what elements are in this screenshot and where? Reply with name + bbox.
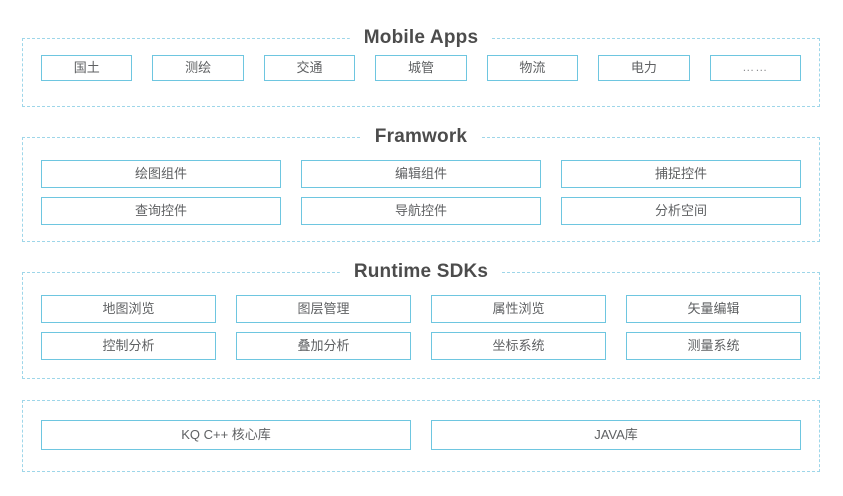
layer-title-runtime-sdks: Runtime SDKs: [339, 260, 503, 284]
layer-title-mobile-apps: Mobile Apps: [349, 26, 493, 50]
framwork-box-query-control[interactable]: 查询控件: [41, 197, 281, 225]
layer-core-libraries-row: KQ C++ 核心库 JAVA库: [41, 420, 801, 450]
app-box-cehui[interactable]: 测绘: [152, 55, 244, 81]
layer-runtime-sdks: Runtime SDKs 地图浏览 图层管理 属性浏览 矢量编辑 控制分析 叠加…: [22, 260, 820, 379]
layer-title-framwork: Framwork: [360, 125, 482, 149]
sdk-box-coordinate-system[interactable]: 坐标系统: [431, 332, 606, 360]
app-box-dianli[interactable]: 电力: [598, 55, 690, 81]
framwork-box-analysis-space[interactable]: 分析空间: [561, 197, 801, 225]
framwork-box-navigation-control[interactable]: 导航控件: [301, 197, 541, 225]
layer-mobile-apps-row: 国土 测绘 交通 城管 物流 电力 ……: [41, 55, 801, 81]
core-box-java-library[interactable]: JAVA库: [431, 420, 801, 450]
layer-framwork: Framwork 绘图组件 编辑组件 捕捉控件 查询控件 导航控件 分析空间: [22, 125, 820, 242]
layer-framwork-row-2: 查询控件 导航控件 分析空间: [41, 197, 801, 225]
app-box-guotu[interactable]: 国土: [41, 55, 133, 81]
app-box-jiaotong[interactable]: 交通: [263, 55, 356, 81]
sdk-box-attribute-browse[interactable]: 属性浏览: [431, 295, 606, 323]
framwork-box-edit-component[interactable]: 编辑组件: [301, 160, 541, 188]
framwork-box-snap-control[interactable]: 捕捉控件: [561, 160, 801, 188]
app-box-wuliu[interactable]: 物流: [486, 55, 579, 81]
layer-mobile-apps: Mobile Apps 国土 测绘 交通 城管 物流 电力 ……: [22, 26, 820, 107]
sdk-box-measure-system[interactable]: 测量系统: [626, 332, 801, 360]
framwork-box-drawing-component[interactable]: 绘图组件: [41, 160, 281, 188]
sdk-box-control-analysis[interactable]: 控制分析: [41, 332, 216, 360]
sdk-box-vector-edit[interactable]: 矢量编辑: [626, 295, 801, 323]
sdk-box-layer-manage[interactable]: 图层管理: [236, 295, 411, 323]
sdk-box-overlay-analysis[interactable]: 叠加分析: [236, 332, 411, 360]
sdk-box-map-browse[interactable]: 地图浏览: [41, 295, 216, 323]
layer-framwork-row-1: 绘图组件 编辑组件 捕捉控件: [41, 160, 801, 188]
core-box-kq-cpp-core-library[interactable]: KQ C++ 核心库: [41, 420, 411, 450]
app-box-more[interactable]: ……: [709, 55, 801, 81]
layer-core-libraries: KQ C++ 核心库 JAVA库: [22, 400, 820, 472]
app-box-chengguan[interactable]: 城管: [375, 55, 467, 81]
layer-runtime-sdks-row-1: 地图浏览 图层管理 属性浏览 矢量编辑: [41, 295, 801, 323]
layer-runtime-sdks-row-2: 控制分析 叠加分析 坐标系统 测量系统: [41, 332, 801, 360]
